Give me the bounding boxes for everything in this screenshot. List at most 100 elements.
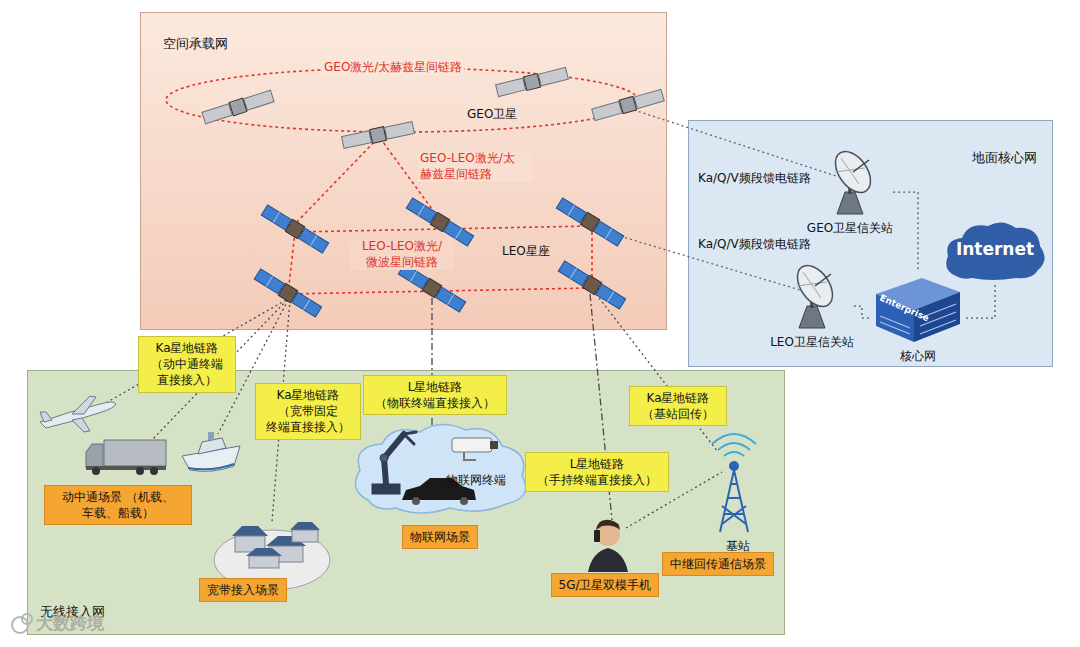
drawing-part <box>218 300 288 434</box>
drawing-part <box>380 454 388 462</box>
leo-satellite <box>398 263 466 313</box>
node-text: 地面核心网 <box>972 149 1037 167</box>
drawing-part <box>272 300 290 522</box>
geo-isl-ring <box>166 68 638 132</box>
drawing-part <box>261 205 291 230</box>
annotation-label: Ka/Q/V频段馈电链路 <box>696 236 813 252</box>
drawing-part <box>266 276 272 286</box>
drawing-part <box>72 418 90 432</box>
drawing-part <box>22 614 32 624</box>
drawing-part <box>431 298 432 432</box>
leo-satellite <box>406 197 474 247</box>
drawing-part <box>460 497 468 505</box>
drawing-part <box>594 530 600 542</box>
drawing-part <box>556 198 586 223</box>
core-network-building: Enterprise核心网 <box>870 272 966 364</box>
geo-satellite <box>591 88 664 121</box>
annotation-label: GEO激光/太赫兹星间链路 <box>322 59 464 75</box>
drawing-part <box>299 228 329 253</box>
scenario-box: 中继回传通信场景 <box>662 552 774 576</box>
drawing-part <box>880 316 910 328</box>
drawing-part <box>104 440 166 466</box>
drawing-part <box>455 229 461 239</box>
drawing-part <box>246 548 282 556</box>
drawing-part <box>880 322 910 334</box>
icon <box>807 148 893 220</box>
drawing-part <box>198 438 226 454</box>
ground-links <box>104 294 722 528</box>
drawing-part <box>398 264 428 289</box>
annotation-label: LEO-LEO激光/ 微波星间链路 <box>350 238 454 270</box>
drawing-part <box>568 205 574 215</box>
drawing-part <box>490 441 498 449</box>
drawing-part <box>596 294 718 452</box>
drawing-part <box>524 74 541 91</box>
drawing-part <box>496 78 526 96</box>
node-text: 物联网场景 <box>410 529 470 545</box>
drawing-part <box>835 158 865 184</box>
drawing-part <box>828 148 877 199</box>
node-text: 中继回传通信场景 <box>670 556 766 572</box>
icon: Enterprise <box>870 272 966 348</box>
node-text: L星地链路 （物联终端直接接入） <box>371 379 499 411</box>
drawing-part <box>594 221 624 246</box>
drawing-part <box>292 530 318 542</box>
drawing-part <box>730 462 738 470</box>
drawing-part <box>837 192 863 214</box>
drawing-part <box>104 300 286 404</box>
drawing-part <box>342 131 372 149</box>
scenario-box: 动中通场景 （机载、车载、船载） <box>44 485 192 525</box>
drawing-part <box>464 452 476 460</box>
drawing-part <box>418 205 424 215</box>
connector <box>893 192 918 272</box>
annotation-label: GEO卫星 <box>465 106 519 122</box>
drawing-part <box>797 272 827 298</box>
geo-leo-link <box>293 138 378 226</box>
icon <box>770 262 854 334</box>
drawing-part <box>436 287 466 312</box>
drawing-part <box>592 101 622 120</box>
link-callout-box: L星地链路 （手持终端直接接入） <box>525 452 669 492</box>
drawing-part <box>202 104 232 124</box>
leo-satellite <box>558 260 626 310</box>
drawing-part <box>570 268 576 278</box>
drawing-part <box>422 278 441 297</box>
scenario-box: 宽带接入场景 <box>199 578 287 602</box>
drawing-part <box>208 432 214 440</box>
base-station-icon <box>712 434 756 532</box>
drawing-part <box>781 262 843 330</box>
geo-satellite <box>202 89 275 125</box>
drawing-part <box>292 292 322 317</box>
drawing-part <box>136 467 144 475</box>
airplane-icon <box>40 396 116 432</box>
link-callout-box: Ka星地链路 （基站回传） <box>629 386 727 426</box>
drawing-part <box>150 467 158 475</box>
annotation-label: LEO星座 <box>500 243 552 259</box>
link-callout-box: L星地链路 （物联终端直接接入） <box>363 375 507 415</box>
drawing-part <box>273 212 279 222</box>
phone-user-icon <box>588 520 628 572</box>
drawing-part <box>232 522 320 568</box>
node-text: 核心网 <box>870 348 966 364</box>
satellites <box>202 66 665 318</box>
gateway-station: GEO卫星信关站 <box>807 148 893 236</box>
drawing-part <box>404 432 416 444</box>
node-text: GEO卫星信关站 <box>807 220 893 236</box>
ship-icon <box>182 432 240 471</box>
drawing-part <box>558 261 588 286</box>
drawing-part <box>790 262 839 313</box>
drawing-part <box>430 212 449 231</box>
node-text: L星地链路 （手持终端直接接入） <box>533 456 661 488</box>
iot-cloud <box>356 424 526 513</box>
drawing-part <box>799 306 825 328</box>
drawing-part <box>406 198 436 223</box>
node-text: Ka星地链路 （基站回传） <box>637 390 719 422</box>
drawing-part <box>150 300 287 442</box>
drawing-part <box>40 412 52 422</box>
drawing-part <box>447 295 453 305</box>
connector <box>854 306 870 318</box>
drawing-part <box>244 90 274 110</box>
houses-icon <box>214 522 330 590</box>
node-text: Ka星地链路 （宽带固定 终端直接接入） <box>263 387 353 436</box>
